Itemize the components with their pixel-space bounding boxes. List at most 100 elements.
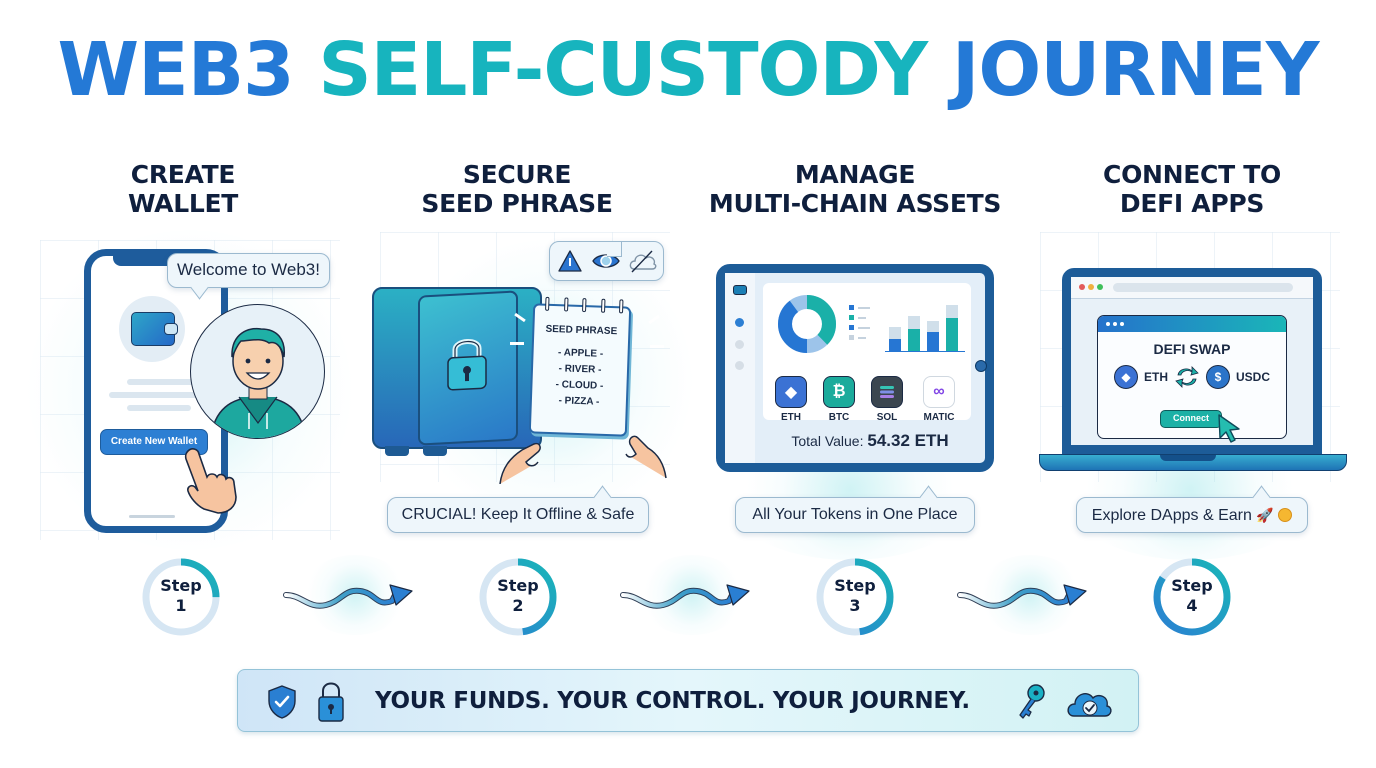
security-warnings-bubble xyxy=(549,241,664,281)
create-new-wallet-button[interactable]: Create New Wallet xyxy=(100,429,208,455)
flow-arrow-icon xyxy=(620,584,750,609)
coin-icon xyxy=(1278,508,1293,522)
notebook-rings xyxy=(545,296,624,314)
total-value-label: Total Value: xyxy=(791,433,864,449)
step-label: Step xyxy=(160,576,202,595)
step-label: Step xyxy=(1171,576,1213,595)
swap-arrows-icon[interactable] xyxy=(1174,365,1200,389)
token-label: MATIC xyxy=(923,412,955,423)
swap-pair: ◆ ETH $ USDC xyxy=(1098,365,1286,389)
user-avatar xyxy=(190,304,325,439)
close-dot[interactable] xyxy=(1079,284,1085,290)
dapp-title: DEFI SWAP xyxy=(1153,341,1231,357)
step-label: Step xyxy=(834,576,876,595)
donut-chart xyxy=(778,295,836,353)
sidebar-dot[interactable] xyxy=(735,340,744,349)
laptop-mockup: DEFI SWAP ◆ ETH $ USDC Connect xyxy=(1062,268,1322,454)
step2-callout-text: CRUCIAL! Keep It Offline & Safe xyxy=(401,506,635,523)
step4-callout: Explore DApps & Earn 🚀 xyxy=(1076,497,1308,533)
sol-icon xyxy=(871,376,903,408)
placeholder-line xyxy=(109,392,209,398)
seed-phrase-notebook: SEED PHRASE - APPLE - - RIVER - - CLOUD … xyxy=(528,296,632,437)
page-title: WEB3 SELF-CUSTODY JOURNEY xyxy=(0,22,1376,118)
padlock-icon xyxy=(318,682,344,722)
total-value-amount: 54.32 ETH xyxy=(867,431,949,450)
step3-header-line1: MANAGE xyxy=(794,160,916,189)
wallet-icon xyxy=(131,312,178,346)
laptop-base xyxy=(1039,454,1347,471)
safe-door xyxy=(418,290,518,446)
step-number: 3 xyxy=(849,596,861,615)
step4-callout-text: Explore DApps & Earn xyxy=(1091,507,1252,524)
maximize-dot[interactable] xyxy=(1097,284,1103,290)
home-indicator xyxy=(129,515,175,518)
eth-icon: ◆ xyxy=(1113,365,1138,389)
step2-header-line1: SECURE xyxy=(462,160,572,189)
step4-header-line2: DEFI APPS xyxy=(1119,189,1265,218)
step3-callout: All Your Tokens in One Place xyxy=(735,497,975,533)
usdc-icon: $ xyxy=(1205,365,1230,389)
defi-swap-window: DEFI SWAP ◆ ETH $ USDC Connect xyxy=(1097,315,1287,439)
shield-check-icon xyxy=(268,685,296,719)
pointing-hand-icon xyxy=(184,448,237,514)
banner-slogan: YOUR FUNDS. YOUR CONTROL. YOUR JOURNEY. xyxy=(375,688,970,714)
wallet-icon-circle xyxy=(119,296,185,362)
token-label: ETH xyxy=(781,412,801,423)
step2-header: SECURE SEED PHRASE xyxy=(337,160,697,218)
placeholder-line xyxy=(127,405,191,411)
swap-to-token: USDC xyxy=(1235,370,1270,384)
url-bar[interactable] xyxy=(1113,283,1293,292)
step3-header: MANAGE MULTI-CHAIN ASSETS xyxy=(675,160,1035,218)
title-journey: JOURNEY xyxy=(951,27,1320,113)
step2-callout: CRUCIAL! Keep It Offline & Safe xyxy=(387,497,649,533)
step4-header-line1: CONNECT TO xyxy=(1103,160,1281,189)
sidebar-dot[interactable] xyxy=(735,361,744,370)
progress-ring xyxy=(816,558,894,636)
step1-header: CREATE WALLET xyxy=(3,160,363,218)
placeholder-line xyxy=(127,379,197,385)
warning-icon xyxy=(558,250,582,272)
sidebar-dot-active[interactable] xyxy=(735,318,744,327)
progress-ring xyxy=(1153,558,1231,636)
browser-bar xyxy=(1071,277,1313,299)
safe-foot xyxy=(423,446,447,456)
no-cloud-icon xyxy=(629,250,657,273)
step2-header-line2: SEED PHRASE xyxy=(421,189,613,218)
token-matic[interactable]: ∞ MATIC xyxy=(917,376,961,423)
flow-arrow-icon xyxy=(957,584,1087,609)
welcome-text: Welcome to Web3! xyxy=(177,260,320,279)
title-self-custody: SELF-CUSTODY xyxy=(318,27,928,113)
minimize-dot[interactable] xyxy=(1088,284,1094,290)
notebook-title: SEED PHRASE xyxy=(545,323,618,338)
connect-button[interactable]: Connect xyxy=(1160,410,1222,428)
token-label: BTC xyxy=(828,412,850,423)
token-label: SOL xyxy=(876,412,898,423)
swap-from-token: ETH xyxy=(1143,370,1168,384)
rocket-icon: 🚀 xyxy=(1256,507,1274,523)
eth-icon: ◆ xyxy=(775,376,807,408)
tablet-mockup: ◆ ETH ₿ BTC SOL ∞ MATIC Total Value: 54.… xyxy=(716,264,994,472)
hands-holding-notebook xyxy=(499,435,667,484)
step-label: Step xyxy=(497,576,539,595)
token-eth[interactable]: ◆ ETH xyxy=(773,376,809,423)
progress-ring xyxy=(479,558,557,636)
flow-arrow-icon xyxy=(283,584,413,609)
wallet-icon[interactable] xyxy=(733,285,747,295)
token-sol[interactable]: SOL xyxy=(869,376,905,423)
total-value: Total Value: 54.32 ETH xyxy=(755,431,985,451)
step1-header-line2: WALLET xyxy=(128,189,238,218)
safe-foot xyxy=(385,446,409,456)
tablet-sidebar xyxy=(725,273,755,463)
step3-callout-text: All Your Tokens in One Place xyxy=(752,506,958,523)
step-number: 2 xyxy=(512,596,524,615)
token-btc[interactable]: ₿ BTC xyxy=(821,376,857,423)
welcome-speech-bubble: Welcome to Web3! xyxy=(167,253,330,288)
footer-banner: YOUR FUNDS. YOUR CONTROL. YOUR JOURNEY. xyxy=(237,669,1139,732)
step-number: 1 xyxy=(175,596,187,615)
bar-chart xyxy=(885,305,965,352)
matic-icon: ∞ xyxy=(923,376,955,408)
